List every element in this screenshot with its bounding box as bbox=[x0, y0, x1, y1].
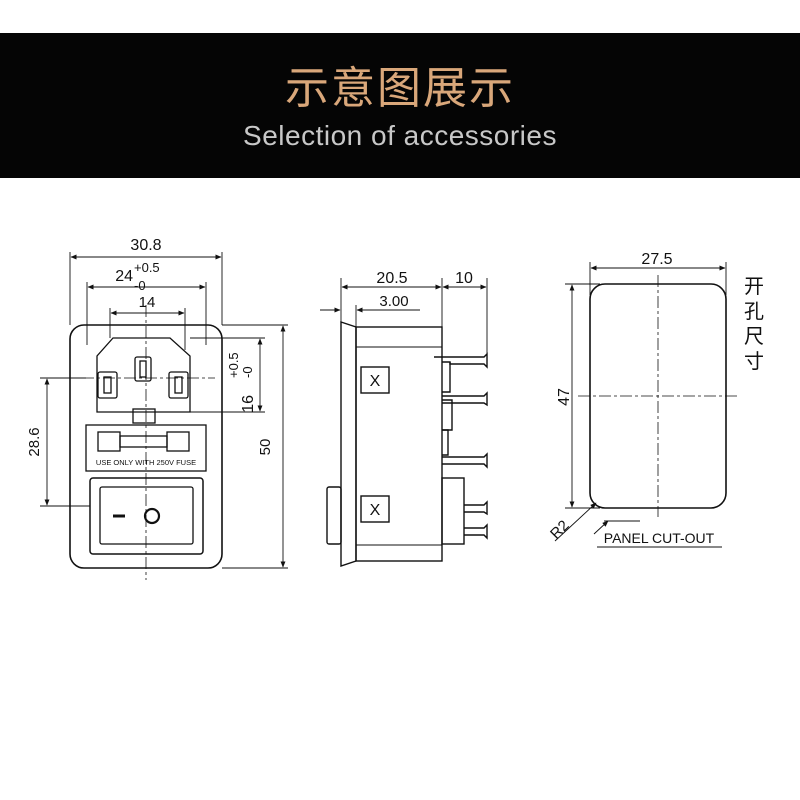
dim-front-width-inner: 14 bbox=[139, 294, 156, 311]
rocker-switch-frame bbox=[89, 477, 204, 555]
fuse-body bbox=[119, 435, 168, 448]
side-switch bbox=[326, 486, 342, 545]
side-step-3 bbox=[442, 429, 449, 456]
cutout-view bbox=[554, 262, 740, 548]
dim-side-depth: 20.5 bbox=[376, 270, 407, 287]
dim-front-width-socket-tol-minus: -0 bbox=[134, 278, 146, 293]
terminal-5 bbox=[464, 523, 488, 540]
header-banner bbox=[0, 33, 800, 178]
live-pin-contact bbox=[103, 376, 112, 394]
side-marker-top: X bbox=[370, 373, 381, 390]
dim-front-height-lower: 28.6 bbox=[26, 427, 43, 456]
live-pin bbox=[97, 371, 118, 399]
rocker-switch bbox=[99, 486, 194, 545]
cutout-cn-label: 开 孔 尺 寸 bbox=[744, 276, 764, 373]
side-body bbox=[355, 326, 443, 562]
terminal-1 bbox=[434, 352, 488, 369]
dim-cutout-radius: R2 bbox=[547, 517, 573, 543]
dim-cutout-height: 47 bbox=[556, 388, 573, 406]
dim-front-height-socket-tol-minus: -0 bbox=[240, 366, 255, 378]
cutout-cn-char-4: 寸 bbox=[744, 350, 764, 373]
iec-socket bbox=[96, 337, 191, 413]
dim-side-terminal: 10 bbox=[455, 270, 473, 287]
neutral-pin bbox=[168, 371, 189, 399]
side-marker-box-top bbox=[360, 366, 390, 394]
cutout-cn-char-2: 孔 bbox=[744, 300, 764, 323]
dim-front-height-socket: 16 bbox=[240, 395, 257, 413]
side-view bbox=[326, 321, 488, 567]
front-dimensions bbox=[40, 252, 288, 569]
dim-front-width-total: 30.8 bbox=[130, 237, 161, 254]
dim-front-width-socket: 24 bbox=[115, 268, 133, 285]
terminal-2 bbox=[442, 391, 488, 407]
cutout-centerlines bbox=[578, 275, 740, 517]
cutout-cn-char-3: 尺 bbox=[744, 326, 764, 348]
banner-subtitle: Selection of accessories bbox=[243, 120, 557, 151]
side-switch-housing bbox=[441, 477, 465, 545]
cutout-dimensions bbox=[554, 262, 727, 548]
cutout-label: PANEL CUT-OUT bbox=[604, 530, 715, 546]
fuse-cap-left bbox=[97, 431, 121, 452]
terminal-3 bbox=[442, 452, 488, 469]
side-step-1 bbox=[442, 361, 451, 393]
dim-side-flange: 3.00 bbox=[379, 293, 408, 310]
side-marker-box-bottom bbox=[360, 495, 390, 523]
dim-front-height-socket-tol-plus: +0.5 bbox=[226, 352, 241, 378]
earth-pin bbox=[134, 356, 152, 382]
side-flange bbox=[340, 321, 357, 567]
side-dimensions bbox=[320, 278, 488, 354]
cutout-cn-char-1: 开 bbox=[744, 276, 764, 298]
fuse-cap-right bbox=[166, 431, 190, 452]
banner-title: 示意图展示 bbox=[285, 63, 515, 114]
side-step-2 bbox=[442, 399, 453, 431]
dim-front-height-total: 50 bbox=[257, 439, 274, 456]
earth-pin-contact bbox=[139, 360, 147, 378]
switch-off-mark bbox=[143, 507, 161, 525]
fuse-drawer-tab bbox=[132, 408, 156, 424]
side-marker-bottom: X bbox=[370, 502, 381, 519]
terminal-4 bbox=[464, 500, 488, 516]
dim-cutout-width: 27.5 bbox=[641, 251, 672, 268]
dim-front-width-socket-tol-plus: +0.5 bbox=[134, 260, 160, 275]
neutral-pin-contact bbox=[174, 376, 183, 394]
